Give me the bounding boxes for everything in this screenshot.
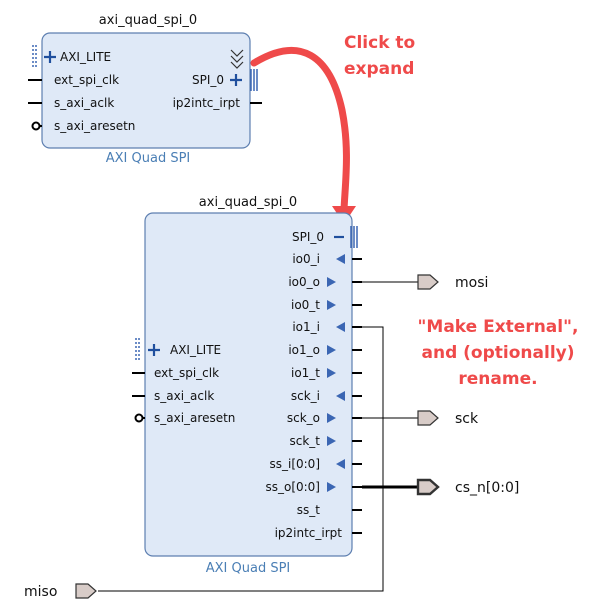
collapsed-s-axi-aresetn-pin[interactable]: s_axi_aresetn <box>31 119 135 133</box>
wire-miso[interactable] <box>98 326 384 592</box>
collapsed-instance-name: axi_quad_spi_0 <box>99 13 197 28</box>
input-arrow-icon <box>336 391 345 401</box>
expand-plus-icon[interactable] <box>44 51 56 63</box>
expanded-right-pin-label: sck_o <box>287 411 320 425</box>
expanded-ss-o-pin[interactable]: ss_o[0:0] <box>265 480 362 494</box>
collapsed-left-pin-label: s_axi_aclk <box>54 96 114 110</box>
collapsed-right-pin-label: SPI_0 <box>192 73 224 87</box>
annotation-rename: rename. <box>458 369 537 389</box>
expanded-left-pin-label: ext_spi_clk <box>154 366 219 380</box>
expanded-instance-name: axi_quad_spi_0 <box>199 195 297 210</box>
collapsed-block-title: AXI Quad SPI <box>106 151 191 166</box>
expanded-right-pin-label: ss_t <box>297 503 321 517</box>
collapsed-spi-0-pin[interactable]: SPI_0 <box>192 69 258 91</box>
collapsed-ip2intc-irpt-pin[interactable]: ip2intc_irpt <box>173 96 262 110</box>
annotation-expand: expand <box>344 59 414 79</box>
collapsed-right-pin-label: ip2intc_irpt <box>173 96 241 110</box>
active-low-bubble-icon <box>134 413 144 423</box>
annotation-click-to: Click to <box>344 33 415 53</box>
output-port-icon <box>417 410 439 426</box>
expanded-ip-block[interactable]: axi_quad_spi_0 AXI_LITE ext_spi_clk s_ax… <box>132 195 362 576</box>
external-port-cs-n[interactable]: cs_n[0:0] <box>416 478 519 496</box>
expanded-block-title: AXI Quad SPI <box>206 561 291 576</box>
expanded-io1-t-pin[interactable]: io1_t <box>291 366 362 380</box>
expanded-right-pin-label: io1_i <box>292 320 320 334</box>
external-port-mosi[interactable]: mosi <box>417 274 488 291</box>
output-arrow-icon <box>327 368 336 378</box>
expanded-left-pin-label: AXI_LITE <box>170 343 221 357</box>
output-arrow-icon <box>327 413 336 423</box>
expanded-sck-i-pin[interactable]: sck_i <box>291 389 362 403</box>
input-arrow-icon <box>336 254 345 264</box>
port-label-sck: sck <box>455 411 479 427</box>
expanded-right-pin-label: io1_o <box>288 343 320 357</box>
expanded-left-pin-label: s_axi_aclk <box>154 389 214 403</box>
expanded-ip2intc-irpt-pin[interactable]: ip2intc_irpt <box>275 526 362 540</box>
external-port-sck[interactable]: sck <box>417 410 479 427</box>
expanded-ext-spi-clk-pin[interactable]: ext_spi_clk <box>132 366 219 380</box>
external-port-miso[interactable]: miso <box>24 583 97 600</box>
collapsed-left-pin-label: s_axi_aresetn <box>54 119 135 133</box>
collapsed-block-body[interactable] <box>41 32 251 149</box>
port-label-miso: miso <box>24 584 57 600</box>
output-arrow-icon <box>327 300 336 310</box>
expanded-right-pin-label: io0_o <box>288 275 320 289</box>
expanded-left-pin-label: s_axi_aresetn <box>154 411 235 425</box>
output-bus-port-icon <box>416 478 440 496</box>
collapsed-ip-block[interactable]: axi_quad_spi_0 AXI_LITE ext_spi_clk s_ax… <box>28 13 262 166</box>
collapsed-left-pin-label: AXI_LITE <box>60 50 111 64</box>
active-low-bubble-icon <box>31 121 41 131</box>
expanded-io0-i-pin[interactable]: io0_i <box>292 252 362 266</box>
expanded-right-pin-label: io0_t <box>291 298 320 312</box>
expanded-right-pin-label: io1_t <box>291 366 320 380</box>
expanded-io0-t-pin[interactable]: io0_t <box>291 298 362 312</box>
expanded-io1-o-pin[interactable]: io1_o <box>288 343 362 357</box>
expanded-io1-i-pin[interactable]: io1_i <box>292 320 362 334</box>
double-chevron-down-icon[interactable] <box>230 49 244 69</box>
expanded-right-pin-label: ss_o[0:0] <box>265 480 320 494</box>
expanded-ss-i-pin[interactable]: ss_i[0:0] <box>269 457 362 471</box>
collapsed-s-axi-aclk-pin[interactable]: s_axi_aclk <box>28 96 114 110</box>
output-port-icon <box>417 274 439 290</box>
expanded-s-axi-aresetn-pin[interactable]: s_axi_aresetn <box>134 411 236 425</box>
annotation-make-external: "Make External", <box>418 317 579 337</box>
input-arrow-icon <box>336 322 345 332</box>
expanded-sck-o-pin[interactable]: sck_o <box>287 411 362 425</box>
expanded-s-axi-aclk-pin[interactable]: s_axi_aclk <box>132 389 214 403</box>
collapsed-ext-spi-clk-pin[interactable]: ext_spi_clk <box>28 73 119 87</box>
expanded-right-pin-label: io0_i <box>292 252 320 266</box>
collapsed-axi-lite-pin[interactable]: AXI_LITE <box>32 45 111 67</box>
input-port-icon <box>75 583 97 599</box>
expanded-right-pin-label: sck_i <box>291 389 320 403</box>
port-label-mosi: mosi <box>455 275 488 291</box>
collapsed-left-pin-label: ext_spi_clk <box>54 73 119 87</box>
expanded-spi-0-pin[interactable]: SPI_0 <box>292 226 358 248</box>
output-arrow-icon <box>327 345 336 355</box>
output-arrow-icon <box>327 277 336 287</box>
output-arrow-icon <box>327 482 336 492</box>
expanded-right-pin-label: ss_i[0:0] <box>269 457 320 471</box>
expanded-axi-lite-pin[interactable]: AXI_LITE <box>135 338 221 360</box>
expanded-sck-t-pin[interactable]: sck_t <box>289 434 362 448</box>
expand-plus-icon[interactable] <box>230 74 242 86</box>
expanded-right-pin-label: sck_t <box>289 434 320 448</box>
expanded-block-body[interactable] <box>144 212 353 557</box>
expanded-right-pin-label: SPI_0 <box>292 230 324 244</box>
expanded-ss-t-pin[interactable]: ss_t <box>297 503 362 517</box>
output-arrow-icon <box>327 436 336 446</box>
expanded-right-pin-label: ip2intc_irpt <box>275 526 343 540</box>
input-arrow-icon <box>336 459 345 469</box>
expanded-io0-o-pin[interactable]: io0_o <box>288 275 362 289</box>
expand-plus-icon[interactable] <box>148 344 160 356</box>
port-label-cs-n: cs_n[0:0] <box>455 480 519 496</box>
annotation-optionally: and (optionally) <box>422 343 575 363</box>
